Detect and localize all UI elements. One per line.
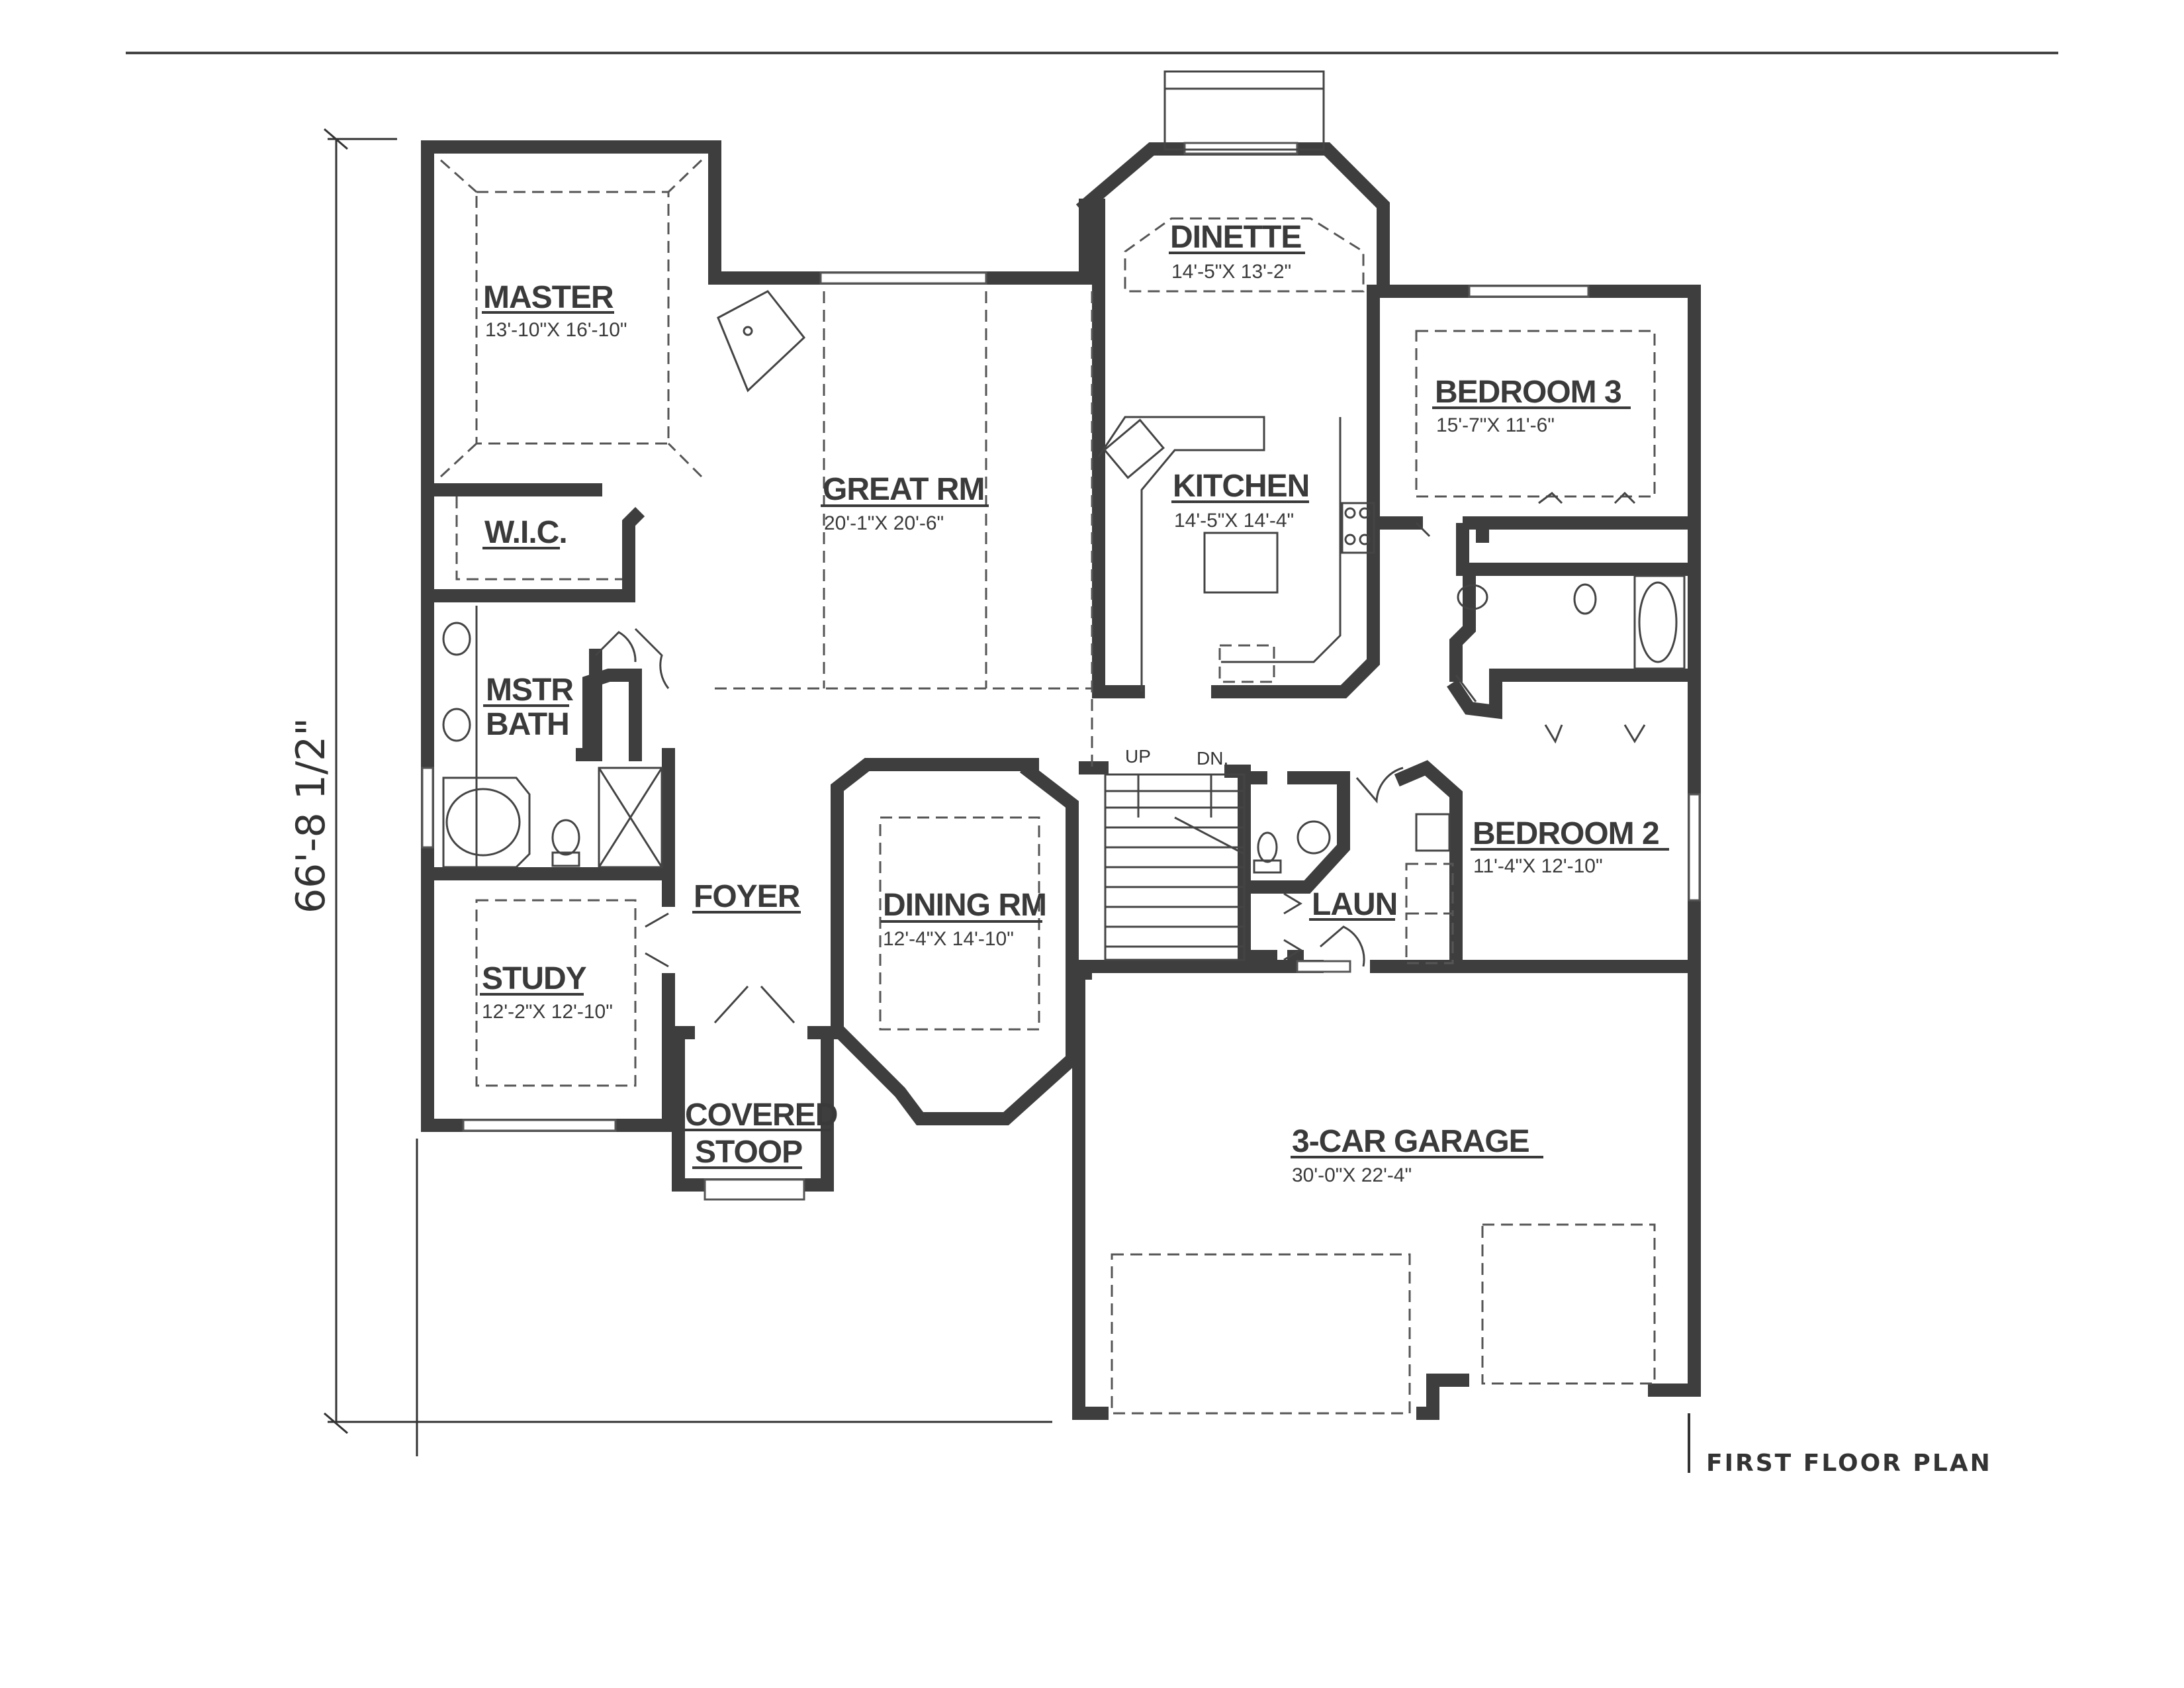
room-bedroom2-name: BEDROOM 2 (1473, 816, 1659, 851)
dryer (1405, 912, 1454, 964)
fireplace-icon (717, 290, 806, 393)
room-dining-dims: 12'-4"X 14'-10" (883, 928, 1014, 950)
room-great-rm-dims: 20'-1"X 20'-6" (824, 512, 944, 534)
room-mstr-bath-name-1: MSTR (486, 673, 573, 708)
fixtures (442, 290, 1686, 964)
room-great-rm: GREAT RM 20'-1"X 20'-6" (821, 472, 989, 534)
room-study-dims: 12'-2"X 12'-10" (482, 1001, 613, 1023)
toilet-icon (551, 819, 580, 856)
kitchen-island (1203, 532, 1279, 594)
shower-icon (598, 767, 663, 868)
cooktop-icon (1341, 502, 1375, 554)
sink-icon (442, 708, 471, 742)
toilet-icon (1573, 583, 1597, 615)
room-wic-name: W.I.C. (484, 515, 567, 550)
room-bedroom3-name: BEDROOM 3 (1435, 375, 1621, 410)
room-covered-stoop: COVERED STOOP (685, 1098, 838, 1170)
room-foyer: FOYER (692, 879, 801, 914)
overall-dimension (324, 128, 1052, 1456)
room-dinette-name: DINETTE (1170, 220, 1301, 255)
room-dinette: DINETTE 14'-5"X 13'-2" (1169, 220, 1305, 283)
room-study-name: STUDY (482, 961, 587, 996)
room-garage-dims: 30'-0"X 22'-4" (1292, 1164, 1412, 1186)
room-bedroom-2: BEDROOM 2 11'-4"X 12'-10" (1471, 816, 1669, 877)
stair-up-label: UP (1125, 746, 1151, 767)
room-mstr-bath: MSTR BATH (483, 673, 574, 742)
sink-icon (1457, 584, 1488, 610)
windows (421, 142, 1701, 1201)
tub-icon (1633, 575, 1686, 670)
room-stoop-name-2: STOOP (695, 1135, 802, 1170)
room-wic: W.I.C. (482, 515, 568, 550)
laundry-sink-icon (1415, 813, 1451, 852)
sink-icon (442, 622, 471, 656)
room-bedroom-3: BEDROOM 3 15'-7"X 11'-6" (1432, 375, 1631, 436)
staircase (1104, 773, 1246, 961)
room-great-rm-name: GREAT RM (823, 472, 984, 507)
sink-icon (1297, 820, 1331, 855)
room-foyer-name: FOYER (694, 879, 800, 914)
room-bedroom3-dims: 15'-7"X 11'-6" (1436, 414, 1555, 436)
room-laun: LAUN (1309, 887, 1398, 922)
room-master-dims: 13'-10"X 16'-10" (485, 319, 627, 341)
room-laun-name: LAUN (1312, 887, 1397, 922)
room-dining-rm: DINING RM 12'-4"X 14'-10" (881, 888, 1047, 950)
room-kitchen: KITCHEN 14'-5"X 14'-4" (1171, 469, 1310, 532)
room-master: MASTER 13'-10"X 16'-10" (482, 280, 627, 341)
room-garage: 3-CAR GARAGE 30'-0"X 22'-4" (1291, 1124, 1543, 1186)
drawing-title: FIRST FLOOR PLAN (1706, 1450, 1992, 1477)
kitchen-sink-icon (1103, 418, 1165, 479)
room-dinette-dims: 14'-5"X 13'-2" (1171, 261, 1291, 283)
room-stoop-name-1: COVERED (685, 1098, 837, 1133)
doors (594, 491, 1646, 1024)
room-garage-name: 3-CAR GARAGE (1292, 1124, 1529, 1159)
room-mstr-bath-name-2: BATH (486, 707, 569, 742)
overall-depth-label: 66'-8 1/2" (288, 718, 334, 914)
tub-icon (442, 776, 531, 868)
room-bedroom2-dims: 11'-4"X 12'-10" (1473, 855, 1603, 877)
room-study: STUDY 12'-2"X 12'-10" (480, 961, 613, 1023)
ceiling-lines (439, 159, 1656, 1415)
stair-down-label: DN. (1197, 748, 1228, 769)
toilet-icon (1257, 831, 1278, 863)
washer (1405, 863, 1454, 915)
bump-out (1163, 70, 1325, 151)
room-kitchen-dims: 14'-5"X 14'-4" (1174, 510, 1294, 532)
room-kitchen-name: KITCHEN (1173, 469, 1309, 504)
room-master-name: MASTER (483, 280, 614, 315)
room-dining-name: DINING RM (883, 888, 1046, 923)
interior-walls (421, 199, 1701, 1132)
